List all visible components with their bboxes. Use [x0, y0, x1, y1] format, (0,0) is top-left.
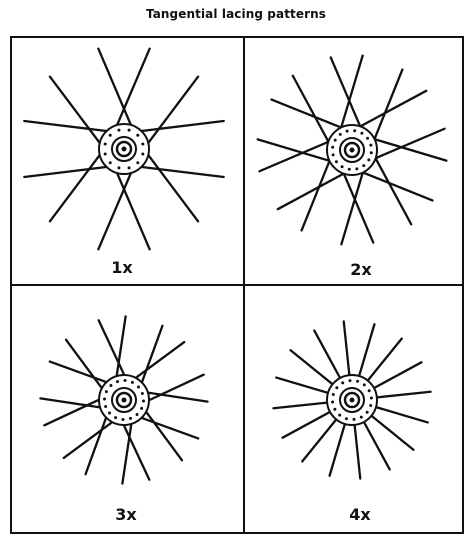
- spoke-line: [48, 75, 109, 155]
- spoke-line: [127, 119, 225, 134]
- spoke-line: [23, 164, 121, 179]
- panel-label: 2x: [350, 260, 372, 279]
- page-title: Tangential lacing patterns: [145, 7, 327, 21]
- lacing-panels: 1x 2x 3x 4x: [23, 47, 448, 524]
- lacing-panel-2x: 2x: [256, 54, 448, 279]
- spoke-line: [110, 159, 151, 251]
- hub-icon: [98, 374, 150, 426]
- hub-icon: [98, 123, 150, 175]
- spoke-line: [139, 143, 200, 223]
- hub-icon: [326, 374, 378, 426]
- panel-grid-frame: [10, 36, 464, 534]
- panel-label: 4x: [349, 505, 371, 524]
- spoke-line: [110, 47, 151, 139]
- panel-label: 1x: [111, 258, 133, 277]
- lacing-panel-3x: 3x: [39, 315, 209, 524]
- hub-icon: [326, 124, 378, 176]
- spoke-line: [97, 159, 138, 251]
- panel-label: 3x: [115, 505, 137, 524]
- spokes: [23, 47, 225, 251]
- lacing-panel-1x: 1x: [23, 47, 225, 277]
- spoke-line: [127, 164, 225, 179]
- spoke-line: [97, 47, 138, 139]
- spoke-line: [48, 143, 109, 223]
- lacing-panel-4x: 4x: [272, 320, 432, 524]
- spoke-line: [23, 119, 121, 134]
- spoke-line: [139, 75, 200, 155]
